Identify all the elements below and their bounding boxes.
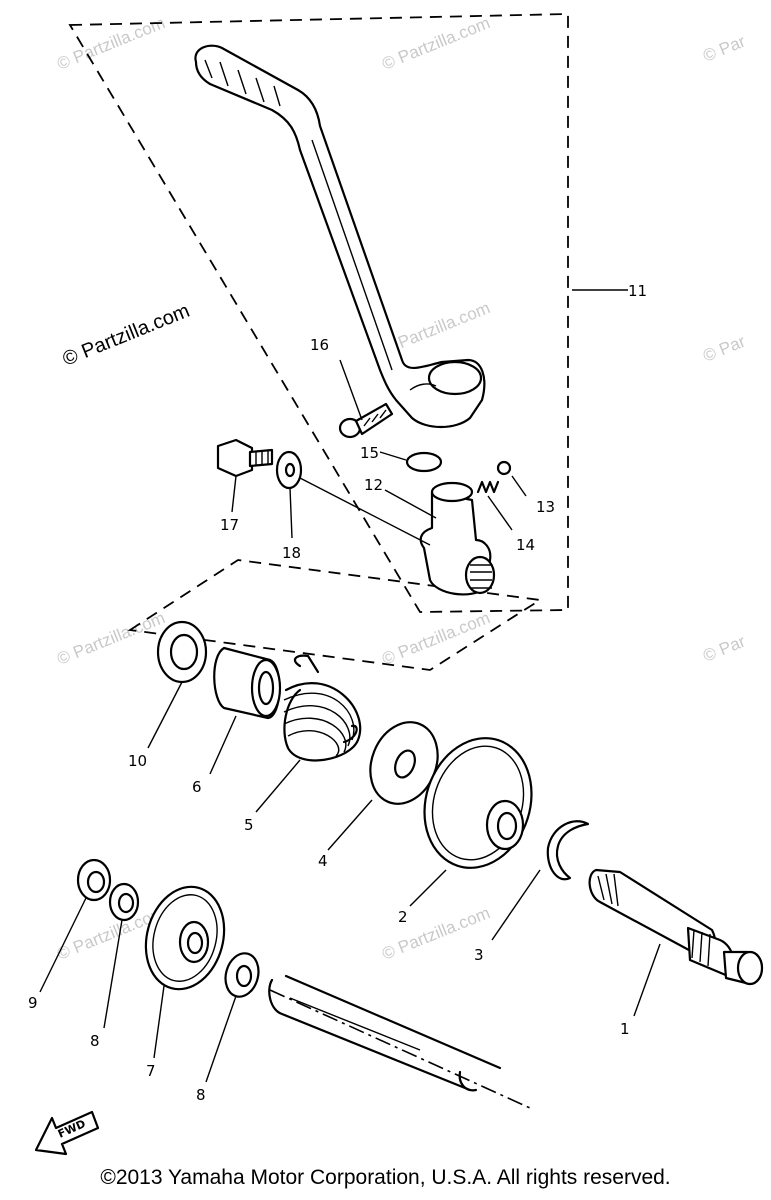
watermark: © Partzilla.com bbox=[54, 13, 167, 74]
callout-9: 9 bbox=[28, 994, 38, 1012]
kick-boss-12 bbox=[419, 481, 496, 596]
watermark: © Par bbox=[700, 332, 748, 366]
leader-lines bbox=[39, 289, 661, 1083]
callout-17: 17 bbox=[220, 516, 239, 534]
callout-11: 11 bbox=[628, 282, 647, 300]
bolt-17 bbox=[216, 438, 274, 478]
callout-8-lower: 8 bbox=[196, 1086, 206, 1104]
bolt-16 bbox=[338, 402, 394, 439]
callout-5: 5 bbox=[244, 816, 254, 834]
callout-15: 15 bbox=[360, 444, 379, 462]
ball-13 bbox=[496, 460, 512, 476]
washer-18-axis bbox=[299, 477, 431, 546]
washer-18 bbox=[275, 450, 303, 490]
fwd-arrow-icon: FWD bbox=[34, 1110, 100, 1156]
partzilla-watermark-main: © Partzilla.com bbox=[60, 300, 193, 371]
kick-gear-2 bbox=[423, 737, 533, 869]
callout-8-upper: 8 bbox=[90, 1032, 100, 1050]
main-shaft bbox=[268, 974, 531, 1109]
callouts: 11 16 15 12 13 14 17 18 10 6 5 4 2 3 1 9… bbox=[28, 282, 647, 1104]
copyright-notice: ©2013 Yamaha Motor Corporation, U.S.A. A… bbox=[100, 1166, 671, 1189]
washer-4 bbox=[369, 721, 439, 805]
callout-7: 7 bbox=[146, 1062, 156, 1080]
watermarks: © Partzilla.com © Partzilla.com © Par © … bbox=[54, 13, 748, 964]
spring-14 bbox=[476, 480, 500, 494]
torsion-spring-5 bbox=[283, 654, 362, 762]
assembly-11-boundary bbox=[68, 13, 569, 613]
callout-2: 2 bbox=[398, 908, 408, 926]
callout-16: 16 bbox=[310, 336, 329, 354]
callout-14: 14 bbox=[516, 536, 535, 554]
callout-10: 10 bbox=[128, 752, 147, 770]
callout-13: 13 bbox=[536, 498, 555, 516]
callout-3: 3 bbox=[474, 946, 484, 964]
watermark: © Partzilla.com bbox=[379, 608, 492, 669]
oil-seal-10 bbox=[156, 620, 208, 684]
callout-1: 1 bbox=[620, 1020, 630, 1038]
callout-18: 18 bbox=[282, 544, 301, 562]
watermark: © Par bbox=[700, 632, 748, 666]
circlip-3 bbox=[546, 820, 590, 881]
o-ring-15 bbox=[405, 451, 443, 473]
kick-axle-1 bbox=[588, 868, 764, 986]
washer-8-lower bbox=[224, 952, 260, 998]
kick-lever bbox=[194, 44, 486, 428]
washer-8-upper bbox=[108, 882, 140, 922]
callout-6: 6 bbox=[192, 778, 202, 796]
collar-6 bbox=[213, 646, 282, 720]
idle-gear-7 bbox=[144, 885, 226, 991]
washer-9 bbox=[76, 858, 112, 902]
bearing-group-boundary bbox=[127, 559, 543, 671]
watermark: © Par bbox=[700, 32, 748, 66]
callout-12: 12 bbox=[364, 476, 383, 494]
callout-4: 4 bbox=[318, 852, 328, 870]
watermark: © Partzilla.com bbox=[379, 13, 492, 74]
